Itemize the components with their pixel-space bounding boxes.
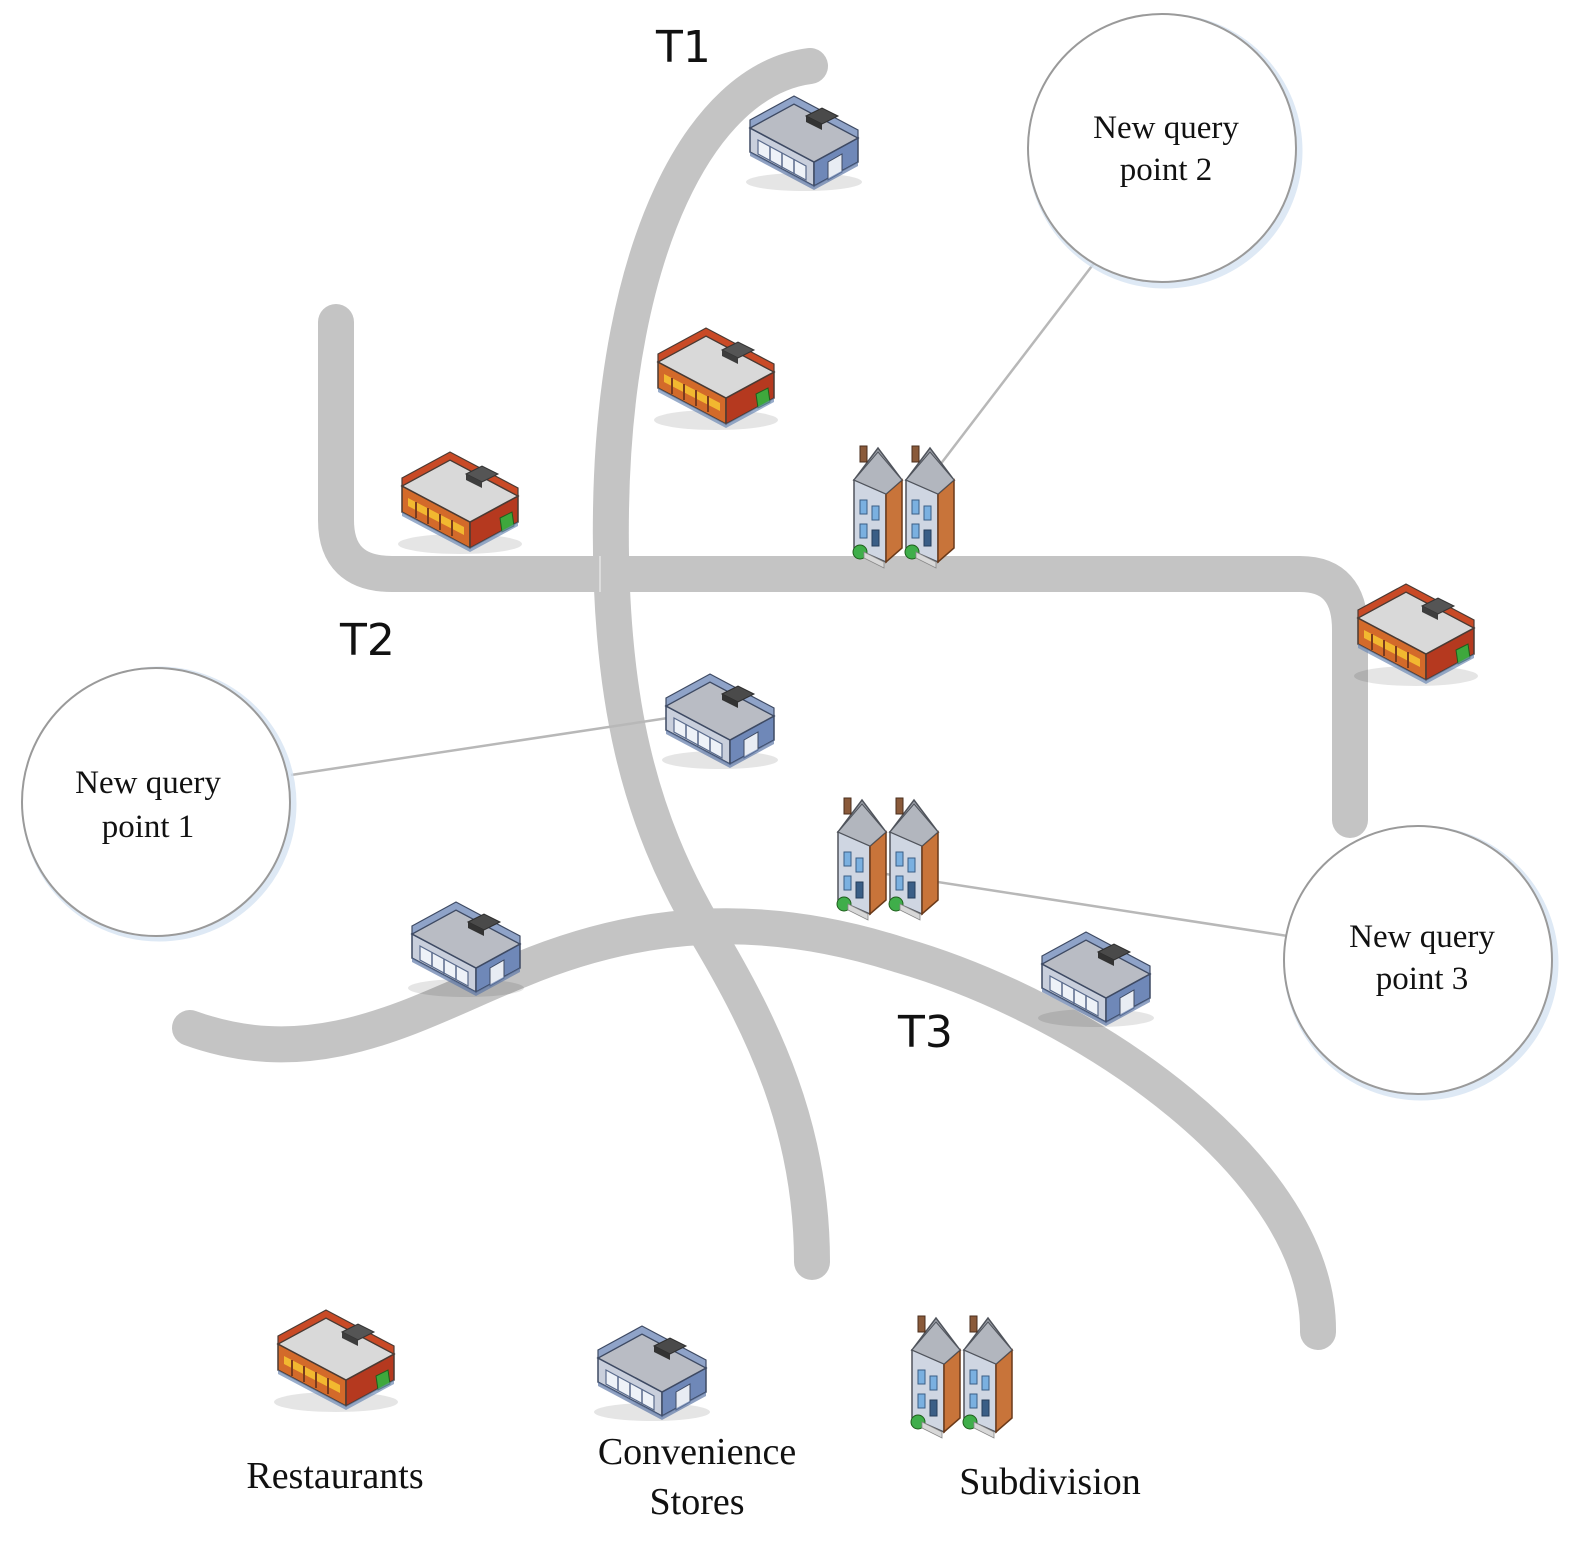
restaurant-icon — [1353, 583, 1479, 687]
road-t1 — [592, 48, 830, 1280]
road-label-t1: T1 — [655, 22, 711, 73]
leader-query-3 — [885, 872, 1295, 939]
query-leaders — [290, 257, 1295, 939]
leader-query-1 — [290, 716, 669, 777]
query-label-1-line2: point 1 — [102, 809, 195, 845]
road-label-t2: T2 — [339, 615, 395, 666]
legend: Restaurants Convenience Stores Subdivisi… — [246, 1309, 1141, 1523]
legend-label-subdivision: Subdivision — [959, 1461, 1141, 1503]
query-label-3-line1: New query — [1349, 919, 1495, 955]
convenience-store-icon — [661, 673, 779, 770]
subdivision-icon — [837, 798, 938, 920]
road-labels: T1 T2 T3 — [339, 22, 953, 1058]
query-point-3: New query point 3 — [1283, 825, 1559, 1101]
query-label-2-line2: point 2 — [1120, 152, 1213, 188]
query-circle-1 — [21, 667, 291, 937]
legend-convenience-store-icon — [593, 1325, 711, 1422]
road-t3 — [172, 908, 1337, 1350]
legend-restaurant-icon — [273, 1309, 399, 1413]
convenience-store-icon — [1037, 931, 1155, 1028]
leader-query-2 — [929, 257, 1099, 479]
legend-label-convenience-line2: Stores — [650, 1481, 745, 1523]
legend-label-convenience-line1: Convenience — [598, 1431, 796, 1473]
convenience-store-icon — [407, 901, 525, 998]
legend-label-restaurants: Restaurants — [246, 1455, 423, 1497]
query-circle-2 — [1027, 13, 1297, 283]
query-circle-3 — [1283, 825, 1553, 1095]
road-t2 — [318, 304, 1368, 838]
roads — [172, 48, 1368, 1350]
query-point-2: New query point 2 — [1027, 13, 1303, 289]
query-label-3-line2: point 3 — [1376, 961, 1469, 997]
query-label-2-line1: New query — [1093, 110, 1239, 146]
road-label-t3: T3 — [897, 1007, 953, 1058]
convenience-store-icon — [745, 95, 863, 192]
restaurant-icon — [397, 451, 523, 555]
query-point-1: New query point 1 — [21, 666, 297, 942]
query-label-1-line1: New query — [75, 765, 221, 801]
restaurant-icon — [653, 327, 779, 431]
legend-subdivision-icon — [911, 1316, 1012, 1438]
subdivision-icon — [853, 446, 954, 568]
